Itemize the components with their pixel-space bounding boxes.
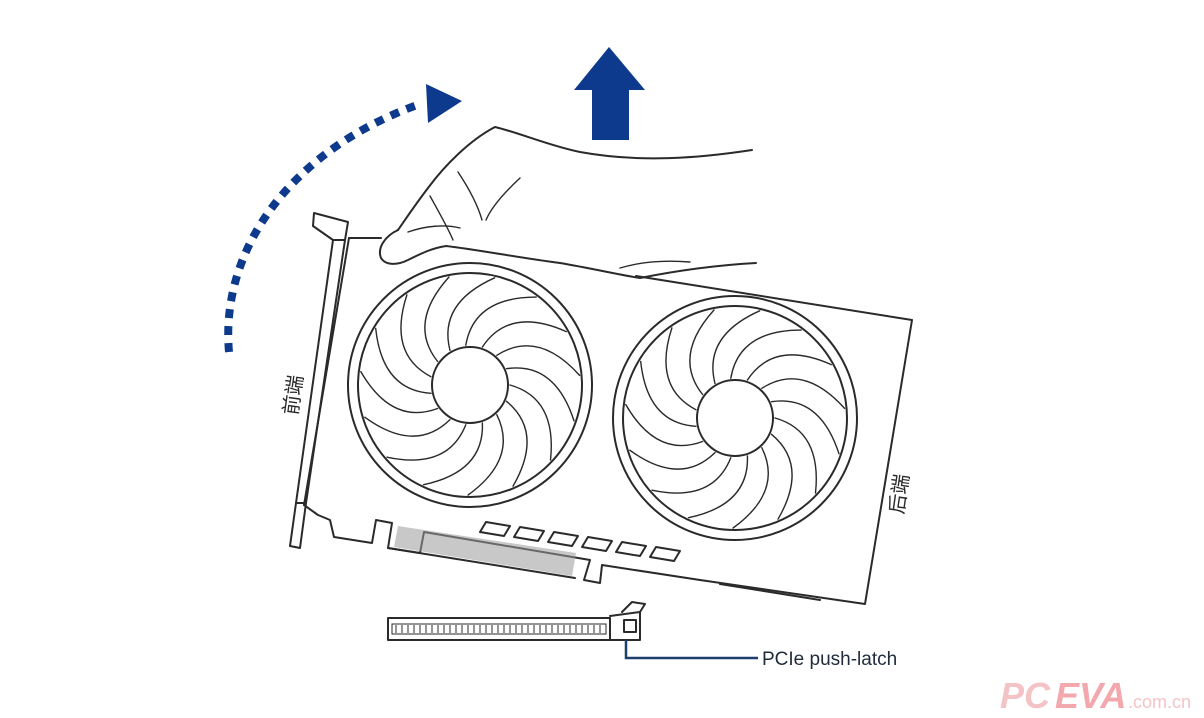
fan-icon <box>347 262 593 508</box>
fan-blade <box>447 277 496 352</box>
fan-blade <box>732 447 769 529</box>
fan-blade <box>640 360 697 427</box>
fan-blade <box>746 354 832 381</box>
fan-blade <box>761 378 846 410</box>
fan-blade <box>774 417 817 494</box>
rear-label: 后端 <box>884 473 913 516</box>
hand-icon <box>379 126 757 279</box>
fan-blade <box>770 433 793 520</box>
fan-blade <box>424 276 450 363</box>
watermark-pc: PC <box>1000 675 1051 716</box>
watermark-eva: EVA <box>1055 675 1126 716</box>
front-label: 前端 <box>278 374 307 417</box>
fan-blade <box>730 329 802 379</box>
fan-blade <box>509 384 552 461</box>
up-arrow-icon <box>574 47 645 140</box>
fan-blade <box>505 400 528 487</box>
fan-blade <box>465 296 537 346</box>
curved-dotted-arrow-icon <box>224 84 462 353</box>
fan-blade <box>689 309 715 396</box>
fan-blade <box>496 345 581 377</box>
latch-label: PCIe push-latch <box>762 649 897 670</box>
fan-blade <box>651 457 732 494</box>
fan-blade <box>400 294 432 378</box>
fan-blade <box>687 455 749 519</box>
fan-blade <box>481 321 567 348</box>
watermark-logo: PC EVA .com.cn <box>1000 675 1191 716</box>
latch-leader-line <box>624 640 758 660</box>
watermark-domain: .com.cn <box>1128 692 1191 712</box>
fan-blade <box>625 403 704 447</box>
fan-blade <box>712 310 761 385</box>
fan-blade <box>422 422 484 486</box>
graphics-card-body <box>303 237 913 605</box>
fan-blade <box>629 449 716 470</box>
fan-icon <box>612 295 858 541</box>
fan-blade <box>770 400 840 455</box>
fan-blade <box>375 327 432 394</box>
fan-blade <box>360 370 439 414</box>
fan-blade <box>505 367 575 422</box>
pcie-slot <box>387 601 646 641</box>
fan-blade <box>467 414 504 496</box>
fan-blade <box>364 416 451 437</box>
fan-blade <box>665 327 697 411</box>
fan-blade <box>386 424 467 461</box>
